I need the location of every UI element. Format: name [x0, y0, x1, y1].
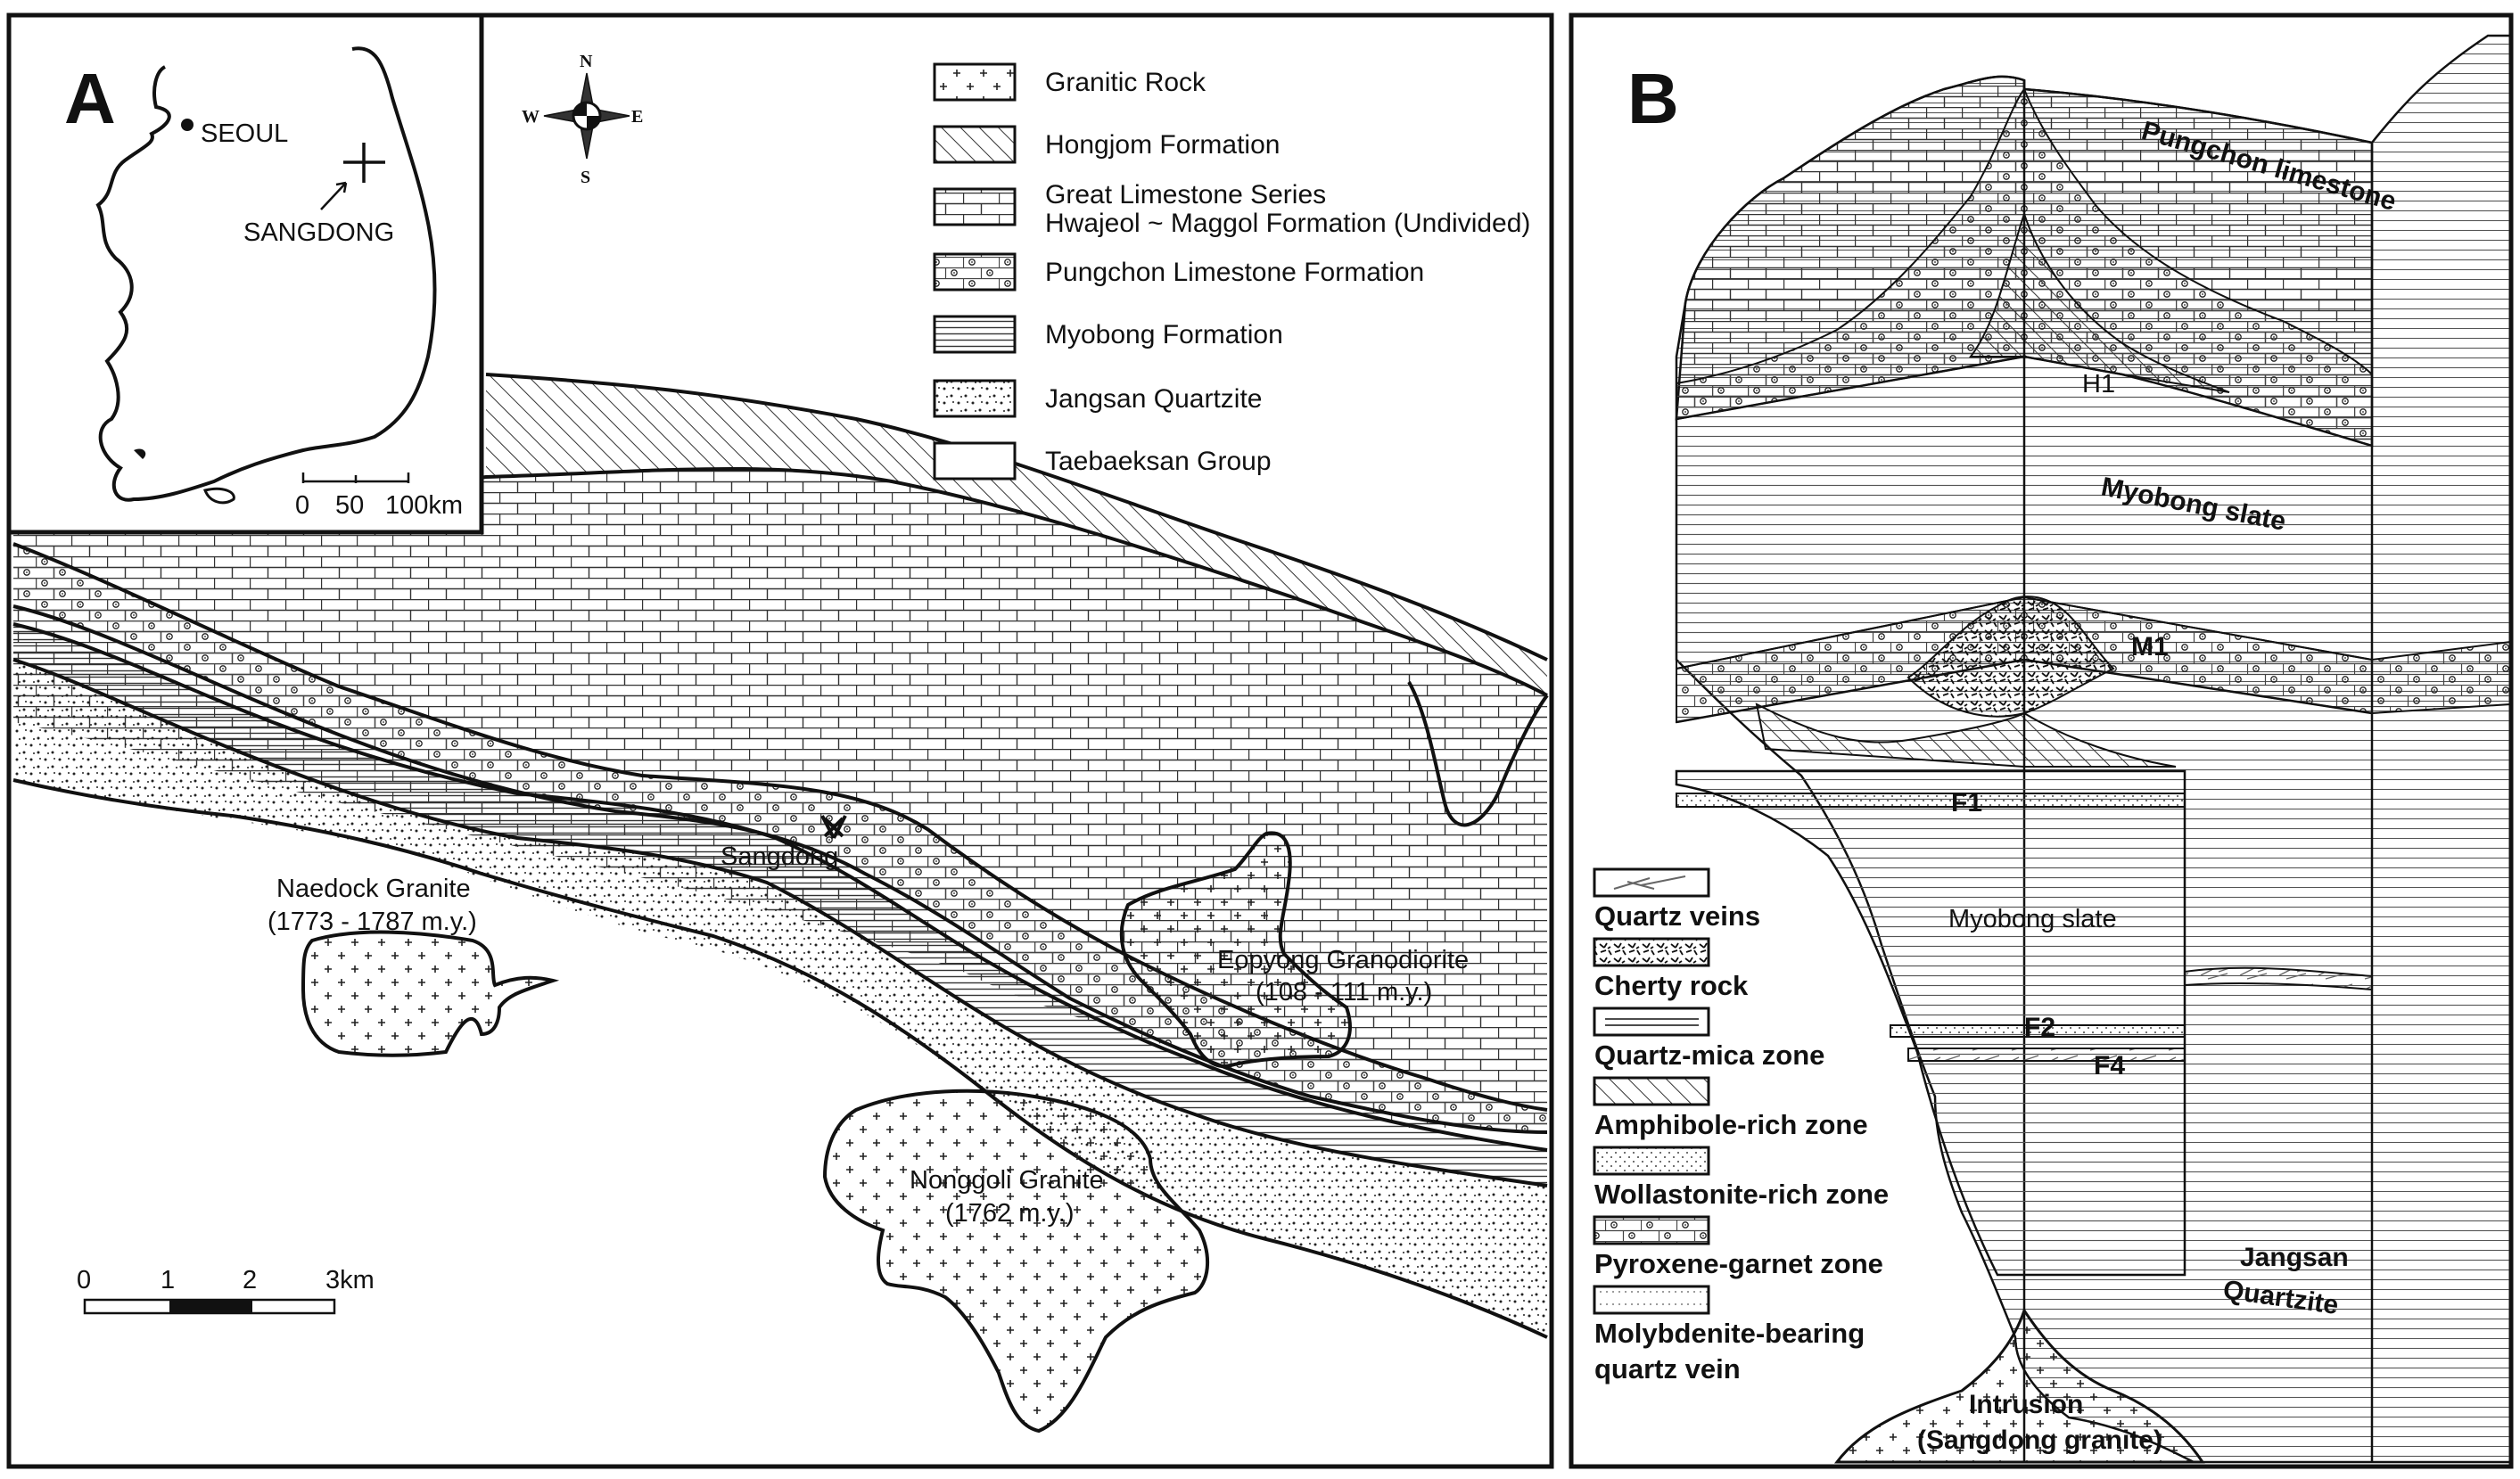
label-h1: H1	[2082, 370, 2115, 399]
legend-b-row-3: Amphibole-rich zone	[1593, 1076, 1868, 1140]
legend-b-swatch-1	[1593, 937, 1710, 967]
panel-b-cross-section: Pungchon limestone H1 Myobong slate M1 F…	[1569, 12, 2514, 1469]
legend-a-swatch-0	[933, 62, 1017, 102]
legend-a-swatch-5	[933, 379, 1017, 418]
m1-cherty-core	[1906, 596, 2115, 718]
inset-tick-2: 100km	[385, 491, 463, 520]
legend-a-swatch-4	[933, 315, 1017, 354]
nonggoli-granite	[822, 1089, 1210, 1434]
korea-outline	[95, 46, 437, 502]
f4-vein	[1907, 1048, 2186, 1062]
label-sangdong: Sangdong	[721, 842, 838, 871]
myobong-lower-unit	[1675, 769, 2186, 1277]
legend-b-swatch-5	[1593, 1215, 1710, 1245]
legend-b-row-6: Molybdenite-bearing quartz vein	[1593, 1285, 1865, 1385]
scale-tick-1: 1	[161, 1266, 175, 1294]
legend-a-label-1: Hongjom Formation	[1045, 130, 1280, 160]
legend-b-swatch-6	[1593, 1285, 1710, 1315]
compass-e: E	[631, 107, 643, 127]
legend-b-swatch-3	[1593, 1076, 1710, 1106]
inset-tick-0: 0	[295, 491, 309, 520]
legend-b-row-2: Quartz-mica zone	[1593, 1007, 1824, 1071]
legend-b-row-0: Quartz veins	[1593, 867, 1760, 932]
legend-b-swatch-4	[1593, 1146, 1710, 1176]
h1-amphibole-zone	[1969, 210, 2230, 393]
legend-b-label-2: Quartz-mica zone	[1594, 1039, 1824, 1071]
compass-s: S	[581, 168, 590, 187]
legend-b-label-1: Cherty rock	[1594, 970, 1749, 1001]
compass-n: N	[580, 52, 593, 71]
sangdong-cross-icon	[343, 143, 385, 183]
label-f4: F4	[2094, 1051, 2125, 1080]
north-arrow-icon: N S E W	[522, 52, 643, 187]
legend-a-label-6: Taebaeksan Group	[1045, 447, 1272, 476]
label-f1: F1	[1951, 788, 1982, 818]
map-scale-bar: 0 1 2 3km	[77, 1266, 375, 1315]
inset-scale-bar: 0 50 100km	[295, 472, 463, 520]
label-nonggoli-name: Nonggoli Granite	[910, 1166, 1104, 1195]
seoul-dot	[181, 119, 194, 131]
legend-a-label-5: Jangsan Quartzite	[1045, 384, 1262, 414]
legend-a-swatch-6	[933, 441, 1017, 481]
f2-vein	[1890, 1024, 2186, 1038]
label-eopyong-name: Eopyong Granodiorite	[1217, 946, 1469, 974]
legend-b-label2-6: quartz vein	[1594, 1353, 1741, 1385]
pungchon-band-right	[2371, 640, 2511, 715]
legend-a-label-3: Pungchon Limestone Formation	[1045, 258, 1424, 287]
label-myobong-slate-lower: Myobong slate	[1948, 905, 2117, 933]
legend-a-label-4: Myobong Formation	[1045, 320, 1283, 349]
legend-b-row-5: Pyroxene-garnet zone	[1593, 1215, 1883, 1279]
panel-b-letter: B	[1627, 59, 1679, 138]
arrow-icon	[320, 181, 348, 210]
label-jangsan: Jangsan	[2240, 1243, 2349, 1272]
legend-b-swatch-2	[1593, 1007, 1710, 1037]
legend-b-label-5: Pyroxene-garnet zone	[1594, 1248, 1883, 1279]
legend-a-swatch-3	[933, 252, 1017, 292]
label-nonggoli-age: (1762 m.y.)	[945, 1199, 1075, 1228]
label-sangdong-granite: (Sangdong granite)	[1917, 1426, 2162, 1455]
compass-w: W	[522, 107, 539, 127]
sangdong-granite-intrusion	[1833, 1307, 2205, 1464]
panel-a-letter: A	[64, 59, 116, 138]
label-f2: F2	[2024, 1013, 2055, 1042]
legend-b-label-3: Amphibole-rich zone	[1594, 1109, 1868, 1140]
scale-tick-3: 3km	[325, 1266, 375, 1294]
label-eopyong-age: (108 - 111 m.y.)	[1256, 978, 1432, 1007]
legend-b-label-0: Quartz veins	[1594, 900, 1760, 932]
legend-b-label-4: Wollastonite-rich zone	[1594, 1179, 1889, 1210]
quartz-vein-right	[2184, 966, 2373, 991]
label-intrusion: Intrusion	[1969, 1390, 2083, 1419]
legend-a-label-2: Great Limestone Series	[1045, 180, 1326, 210]
legend-b-row-1: Cherty rock	[1593, 937, 1749, 1001]
scale-tick-0: 0	[77, 1266, 91, 1294]
eopyong-granodiorite	[1119, 831, 1352, 1068]
naedock-granite	[301, 930, 560, 1057]
panel-a-geologic-map: Sangdong Naedock Granite (1773 - 1787 m.…	[6, 12, 1554, 1469]
label-sangdong-inset: SANGDONG	[243, 218, 394, 247]
label-naedock-name: Naedock Granite	[276, 875, 471, 903]
legend-a-swatch-1	[933, 125, 1017, 164]
jangsan-unit	[13, 660, 1547, 1337]
legend-a-swatch-2	[933, 187, 1017, 226]
inset-map: SEOUL SANGDONG 0 50 100km	[6, 12, 484, 535]
f1-vein	[1676, 793, 2186, 808]
label-naedock-age: (1773 - 1787 m.y.)	[268, 908, 477, 936]
legend-b-label-6: Molybdenite-bearing	[1594, 1318, 1865, 1349]
inset-tick-1: 50	[335, 491, 364, 520]
legend-a-label2-2: Hwajeol ~ Maggol Formation (Undivided)	[1045, 209, 1530, 238]
m1-amphibole-fringe	[1755, 703, 2177, 768]
legend-a-label-0: Granitic Rock	[1045, 68, 1206, 97]
legend-b-row-4: Wollastonite-rich zone	[1593, 1146, 1889, 1210]
hongjom-unit	[486, 374, 1547, 695]
mine-symbol	[820, 815, 847, 839]
label-m1: M1	[2131, 632, 2169, 661]
label-seoul: SEOUL	[201, 119, 288, 148]
scale-tick-2: 2	[243, 1266, 257, 1294]
